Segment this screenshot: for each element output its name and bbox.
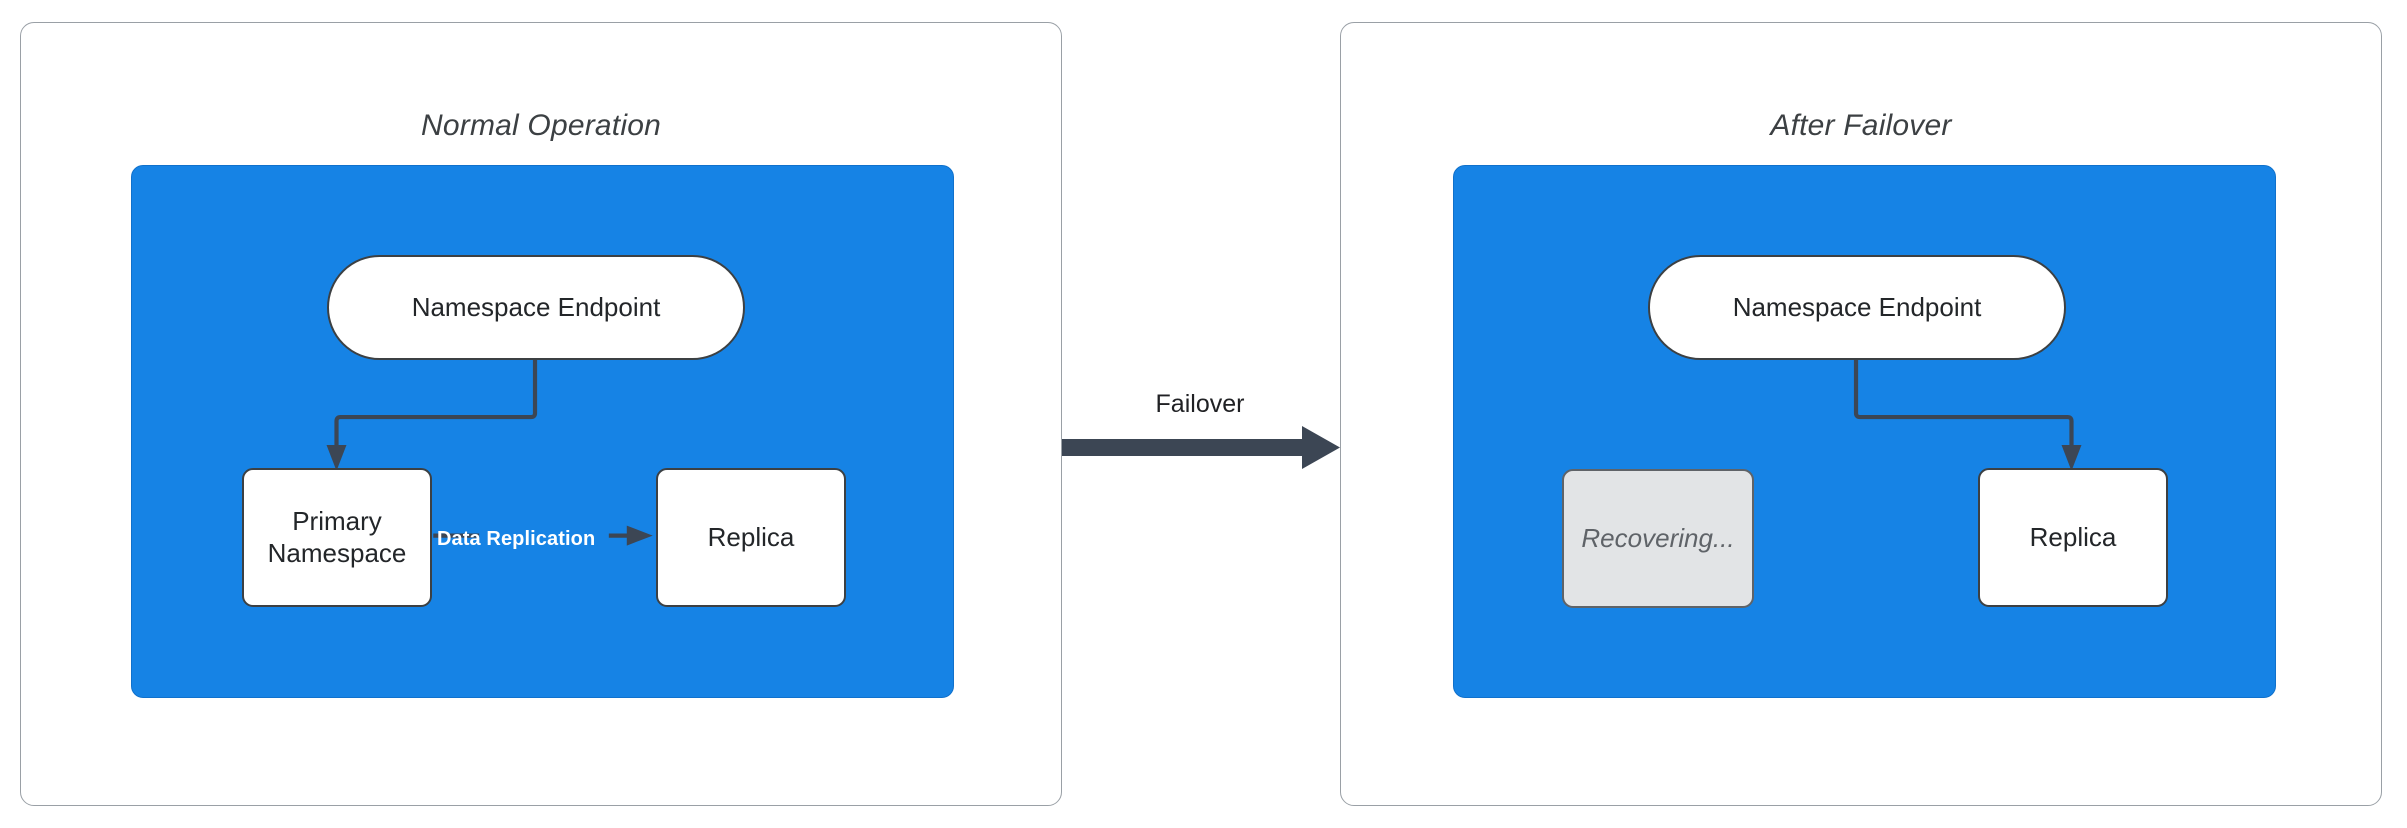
arrowhead-endpoint-to-primary xyxy=(326,444,347,471)
node-label: Primary Namespace xyxy=(268,506,407,569)
node-replica-normal[interactable]: Replica xyxy=(656,468,846,607)
node-primary-namespace[interactable]: Primary Namespace xyxy=(242,468,432,607)
node-namespace-endpoint-failover[interactable]: Namespace Endpoint xyxy=(1648,255,2066,360)
panel-title-normal-operation: Normal Operation xyxy=(421,109,661,142)
cluster-normal-operation: Namespace Endpoint Primary Namespace Rep… xyxy=(131,165,954,698)
panel-after-failover: After Failover Namespace Endpoint Recove… xyxy=(1340,22,2382,806)
connector-layer-normal xyxy=(326,359,653,546)
node-label: Replica xyxy=(707,521,795,552)
failover-transition: Failover xyxy=(1040,390,1360,486)
node-label: Namespace Endpoint xyxy=(1732,291,1982,322)
node-replica-failover[interactable]: Replica xyxy=(1978,468,2168,607)
cluster-after-failover: Namespace Endpoint Recovering... Replica xyxy=(1453,165,2276,698)
edge-endpoint-to-primary xyxy=(334,359,538,451)
panel-normal-operation: Normal Operation Namespace Endpoint Prim… xyxy=(20,22,1062,806)
arrowhead-endpoint-to-replica xyxy=(2061,444,2082,471)
failover-arrow-icon xyxy=(1062,426,1340,469)
failover-arrow-shape xyxy=(1062,426,1340,469)
node-recovering[interactable]: Recovering... xyxy=(1562,469,1754,608)
node-label: Namespace Endpoint xyxy=(411,291,661,322)
node-namespace-endpoint-normal[interactable]: Namespace Endpoint xyxy=(327,255,745,360)
edge-endpoint-to-replica xyxy=(1853,359,2074,451)
connector-layer-failover xyxy=(1853,359,2082,471)
node-label-line1: Primary xyxy=(292,505,382,536)
panel-title-after-failover: After Failover xyxy=(1770,109,1952,142)
node-label: Recovering... xyxy=(1581,522,1735,553)
arrowhead-primary-to-replica xyxy=(626,525,653,546)
edge-label-data-replication: Data Replication xyxy=(437,528,596,550)
node-label-line2: Namespace xyxy=(267,537,407,568)
failover-arrow-label: Failover xyxy=(1155,390,1245,418)
node-label: Replica xyxy=(2029,521,2117,552)
